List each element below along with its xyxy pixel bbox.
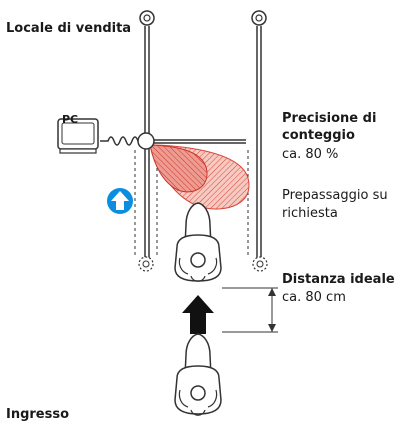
person-topview-icon <box>174 333 222 416</box>
arrow-up-icon <box>182 295 214 334</box>
sensor-node <box>137 132 155 150</box>
prepass-label-line2: richiesta <box>282 206 338 221</box>
right-pole <box>247 10 268 272</box>
shop-area-label: Locale di vendita <box>6 21 132 36</box>
monitor-icon <box>57 118 99 154</box>
left-pole <box>134 10 158 272</box>
distance-title: Distanza ideale <box>282 272 395 287</box>
pc-label: PC <box>62 113 79 126</box>
sensor-beam <box>147 139 246 144</box>
person-topview-icon <box>174 202 222 282</box>
precision-title-line2: conteggio <box>282 128 355 143</box>
distance-dimension <box>222 287 278 333</box>
entrance-label: Ingresso <box>6 407 70 422</box>
precision-value: ca. 80 % <box>282 147 339 162</box>
prepass-label: Prepassaggio su <box>282 188 388 203</box>
precision-title: Precisione di <box>282 111 377 126</box>
arrow-up-circle-icon <box>107 188 133 214</box>
sensor-detection-field <box>149 144 250 210</box>
cable-coil <box>100 136 139 146</box>
distance-value: ca. 80 cm <box>282 290 346 305</box>
